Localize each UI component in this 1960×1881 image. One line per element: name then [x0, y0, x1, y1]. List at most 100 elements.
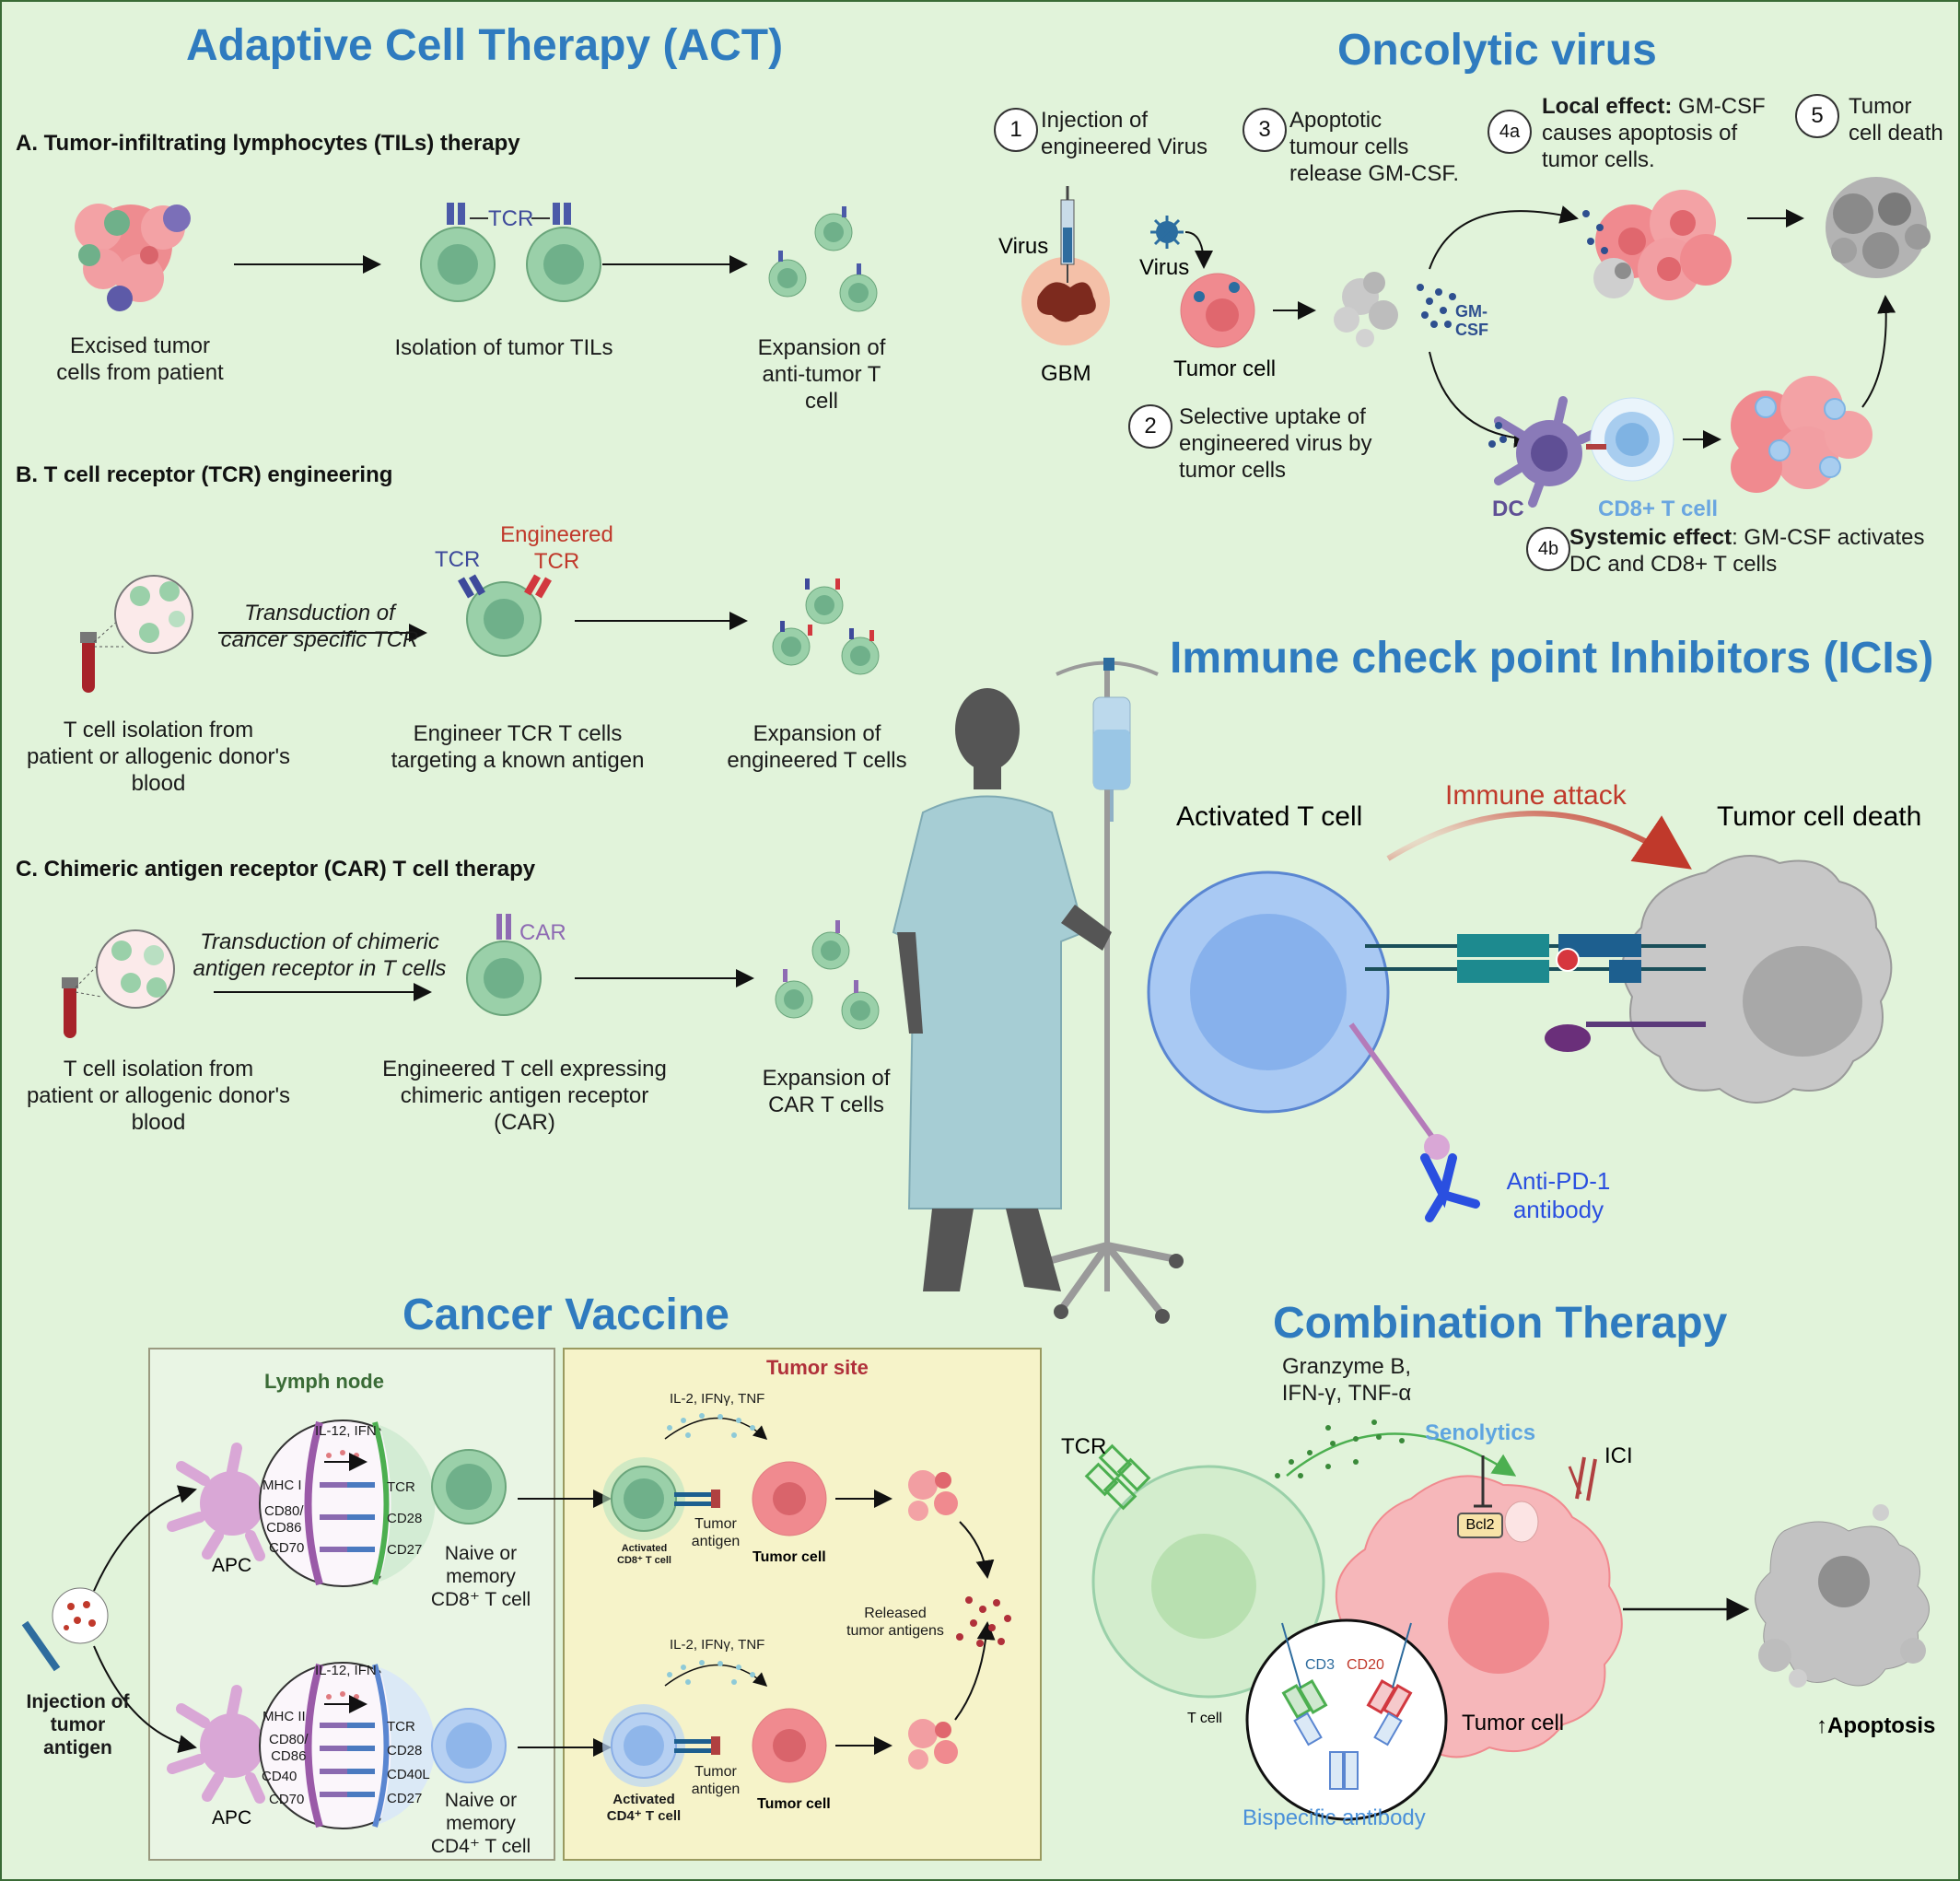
transduction-b: Transduction of cancer specific TCR [220, 601, 419, 652]
naive-cd8-label: Naive or memory CD8⁺ T cell [430, 1543, 531, 1611]
cd80-86-label-top: CD80/ CD86 [264, 1503, 304, 1536]
car-label: CAR [519, 920, 566, 945]
systemic-tumor-cluster [1731, 376, 1872, 493]
ov-step2: Selective uptake of engineered virus by … [1179, 404, 1372, 483]
arrow-ov-systemic [1429, 351, 1533, 448]
combo-ici-label: ICI [1604, 1443, 1633, 1468]
site-cytokines-top: IL-2, IFNγ, TNF [670, 1391, 765, 1407]
apoptotic-cells [1334, 272, 1398, 347]
ov-step1: Injection of engineered Virus [1041, 108, 1208, 159]
blood-tube-b [80, 575, 193, 693]
combo-tcr-label: TCR [1061, 1434, 1107, 1459]
site-tumor-cell-bottom [752, 1708, 827, 1783]
step-c1: T cell isolation from patient or allogen… [26, 1057, 291, 1135]
gmcsf-dots [1417, 284, 1456, 328]
tumor-cell-death-ici [1621, 855, 1893, 1104]
step-c3: Expansion of CAR T cells [762, 1066, 891, 1117]
activated-cd8-label: Activated CD8⁺ T cell [617, 1543, 671, 1567]
ov-tumor-cell-label: Tumor cell [1173, 356, 1277, 381]
arrow-release-top [959, 1521, 995, 1579]
expanded-tcells-b [772, 578, 880, 675]
cd40-label: CD40 [262, 1769, 298, 1784]
apc-label-bottom: APC [212, 1807, 252, 1828]
ici-activated-label: Activated T cell [1176, 801, 1363, 832]
tumor-antigen-label-top: Tumor antigen [691, 1516, 741, 1550]
combo-title: Combination Therapy [1273, 1299, 1728, 1348]
act-a-heading: A. Tumor-infiltrating lymphocytes (TILs)… [16, 131, 520, 156]
ov-step4a-text: GM-CSF causes apoptosis of tumor cells. [1542, 94, 1766, 172]
mhc-ii-label: MHC II [262, 1709, 306, 1724]
blood-tube-c [62, 929, 175, 1038]
gbm-label: GBM [1041, 361, 1091, 386]
engineered-tcr-label: Engineered TCR [500, 522, 613, 574]
expanded-car-tcells [775, 920, 880, 1030]
activated-cd4-label: Activated CD4⁺ T cell [606, 1792, 682, 1824]
cd20-label: CD20 [1347, 1657, 1384, 1673]
bcl2-badge: Bcl2 [1457, 1513, 1503, 1538]
step-a3: Expansion of anti-tumor T cell [757, 335, 886, 414]
dead-tumor-cells [1826, 177, 1931, 278]
bispecific-label: Bispecific antibody [1242, 1805, 1426, 1830]
step-number-2: 2 [1128, 404, 1172, 449]
ov-step4a-bold: Local effect: [1542, 94, 1673, 119]
activated-cd8-cell [602, 1457, 720, 1540]
tumor-cluster-a [75, 204, 191, 311]
ov-step4b: Systemic effect: GM-CSF activates DC and… [1569, 525, 1924, 578]
step-number-1: 1 [994, 108, 1038, 152]
expanded-tcells-a [768, 206, 878, 312]
local-tumor-cluster [1582, 190, 1732, 300]
cd27-label-top: CD27 [387, 1542, 423, 1558]
synapse-circle-bottom [259, 1662, 436, 1829]
combo-cytokines-label: Granzyme B, IFN-γ, TNF-α [1281, 1354, 1412, 1406]
patient-figure [892, 688, 1112, 1291]
act-c-heading: C. Chimeric antigen receptor (CAR) T cel… [16, 857, 536, 882]
ici-death-label: Tumor cell death [1717, 801, 1922, 832]
engineered-tcr-cell [458, 574, 552, 657]
virus-label-1: Virus [998, 234, 1049, 259]
act-b-heading: B. T cell receptor (TCR) engineering [16, 462, 393, 487]
arrow-release-bottom [954, 1621, 996, 1721]
tcr-mhc-complex [1365, 934, 1706, 983]
synapse-circle-top [259, 1420, 436, 1587]
cd70-label-top: CD70 [269, 1540, 305, 1556]
arrow-ov-local [1429, 205, 1579, 270]
mhc-i-label: MHC I [262, 1478, 302, 1493]
step-number-5: 5 [1795, 94, 1839, 138]
combo-t-cell [1084, 1443, 1325, 1699]
naive-cd4-label: Naive or memory CD4⁺ T cell [430, 1790, 531, 1858]
combo-cytokine-arc [1275, 1420, 1517, 1478]
site-cytokines-bottom: IL-2, IFNγ, TNF [670, 1637, 765, 1653]
iv-stand [1031, 658, 1184, 1324]
step-b2: Engineer TCR T cells targeting a known a… [391, 721, 645, 773]
apc-cell-bottom [167, 1685, 265, 1804]
tcr-label-top: TCR [387, 1479, 415, 1495]
naive-cd4-cell [431, 1708, 507, 1783]
car-t-cell [466, 914, 542, 1016]
tcr-label-b: TCR [435, 547, 481, 572]
step-number-4b: 4b [1526, 527, 1570, 571]
site-tumor-cell-top [752, 1461, 827, 1536]
oncolytic-title: Oncolytic virus [1337, 26, 1657, 75]
tumor-antigen-label-bottom: Tumor antigen [691, 1764, 741, 1798]
site-tumor-cell-label-bottom: Tumor cell [757, 1796, 831, 1812]
released-antigens [956, 1596, 1011, 1647]
senolytics-label: Senolytics [1425, 1420, 1536, 1445]
cd27-label-bottom: CD27 [387, 1791, 423, 1806]
cytokine-arc-bottom [664, 1660, 768, 1688]
cd8-t-cell [1586, 397, 1674, 482]
bispecific-circle [1245, 1618, 1448, 1821]
cytokine-arc-top [664, 1413, 768, 1441]
til-cells [420, 203, 601, 302]
gmcsf-label: GM- CSF [1455, 302, 1488, 339]
immune-attack-arrow [1386, 811, 1692, 870]
tcr-label-a: TCR [488, 206, 534, 231]
naive-cd8-cell [431, 1449, 507, 1525]
apc-label-top: APC [212, 1555, 252, 1576]
step-a1: Excised tumor cells from patient [56, 333, 224, 385]
ov-step4a: Local effect: GM-CSF causes apoptosis of… [1542, 94, 1766, 173]
apoptotic-cluster [1755, 1504, 1930, 1688]
virus-label-2: Virus [1139, 255, 1190, 280]
lysed-tumor-bottom [908, 1719, 958, 1770]
